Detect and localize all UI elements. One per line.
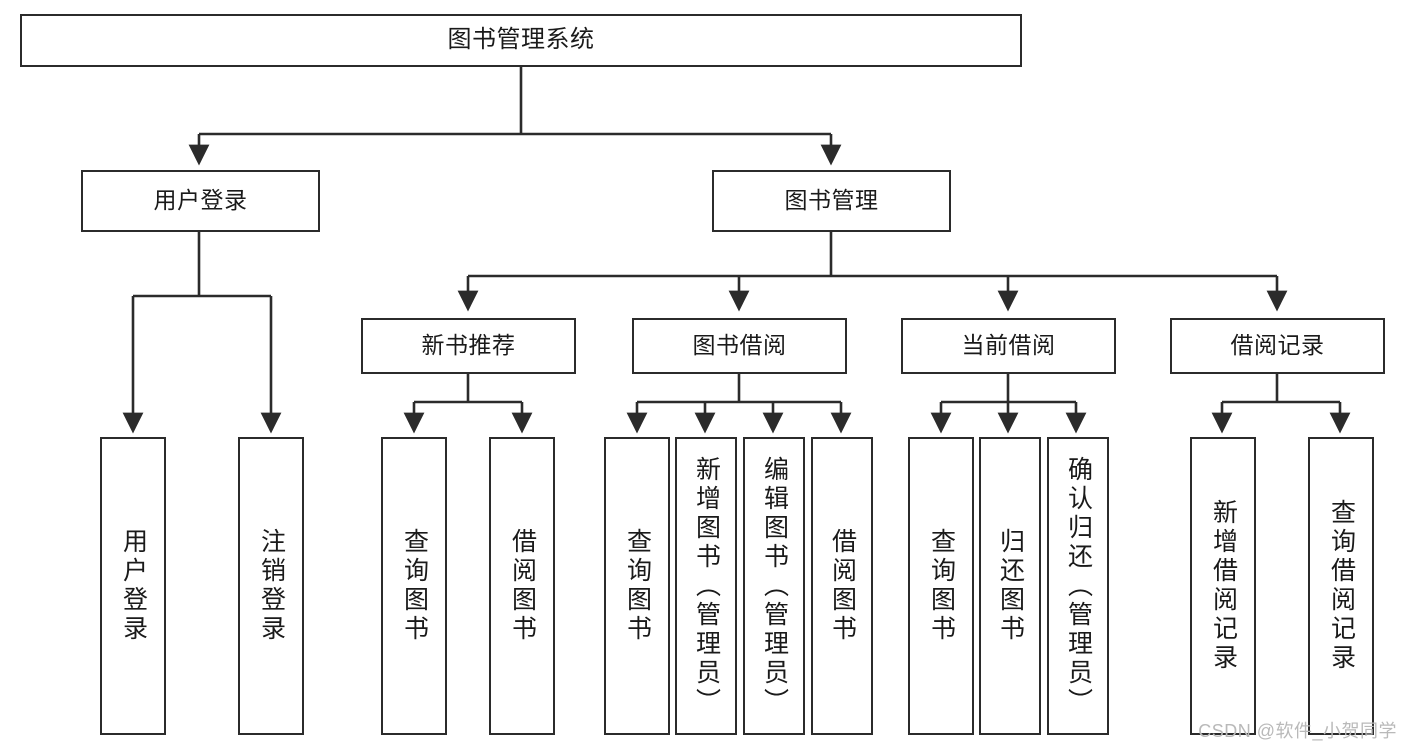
- node-current-borrow[interactable]: 当前借阅: [901, 318, 1116, 374]
- leaf-book-borrow-add-label: 新增图书（管理员）: [692, 455, 721, 717]
- node-book-borrow-label: 图书借阅: [692, 332, 787, 359]
- leaf-user-login-login-label: 用户登录: [119, 528, 148, 644]
- leaf-book-borrow-query-label: 查询图书: [623, 528, 652, 644]
- node-root-system-label: 图书管理系统: [447, 26, 595, 54]
- node-borrow-record-label: 借阅记录: [1230, 332, 1325, 359]
- node-book-borrow[interactable]: 图书借阅: [632, 318, 847, 374]
- leaf-user-login-login[interactable]: 用户登录: [100, 437, 166, 735]
- node-user-login[interactable]: 用户登录: [81, 170, 320, 232]
- leaf-book-borrow-query[interactable]: 查询图书: [604, 437, 670, 735]
- node-borrow-record[interactable]: 借阅记录: [1170, 318, 1385, 374]
- leaf-user-login-logout-label: 注销登录: [257, 528, 286, 644]
- leaf-book-borrow-edit[interactable]: 编辑图书（管理员）: [743, 437, 805, 735]
- leaf-user-login-logout[interactable]: 注销登录: [238, 437, 304, 735]
- node-book-manage[interactable]: 图书管理: [712, 170, 951, 232]
- leaf-borrow-record-add-label: 新增借阅记录: [1209, 499, 1238, 673]
- leaf-borrow-record-query[interactable]: 查询借阅记录: [1308, 437, 1374, 735]
- node-root-system[interactable]: 图书管理系统: [20, 14, 1022, 67]
- leaf-current-borrow-query[interactable]: 查询图书: [908, 437, 974, 735]
- leaf-current-borrow-confirm[interactable]: 确认归还（管理员）: [1047, 437, 1109, 735]
- leaf-book-borrow-edit-label: 编辑图书（管理员）: [760, 455, 789, 717]
- node-book-manage-label: 图书管理: [784, 187, 879, 214]
- leaf-borrow-record-add[interactable]: 新增借阅记录: [1190, 437, 1256, 735]
- node-current-borrow-label: 当前借阅: [961, 332, 1056, 359]
- leaf-borrow-record-query-label: 查询借阅记录: [1327, 499, 1356, 673]
- leaf-new-book-query-label: 查询图书: [400, 528, 429, 644]
- leaf-current-borrow-confirm-label: 确认归还（管理员）: [1064, 455, 1093, 717]
- node-new-book-recommend-label: 新书推荐: [421, 332, 516, 359]
- leaf-new-book-borrow[interactable]: 借阅图书: [489, 437, 555, 735]
- node-user-login-label: 用户登录: [153, 187, 248, 214]
- node-new-book-recommend[interactable]: 新书推荐: [361, 318, 576, 374]
- leaf-current-borrow-query-label: 查询图书: [927, 528, 956, 644]
- leaf-book-borrow-borrow[interactable]: 借阅图书: [811, 437, 873, 735]
- leaf-new-book-query[interactable]: 查询图书: [381, 437, 447, 735]
- leaf-book-borrow-add[interactable]: 新增图书（管理员）: [675, 437, 737, 735]
- leaf-new-book-borrow-label: 借阅图书: [508, 528, 537, 644]
- leaf-current-borrow-return[interactable]: 归还图书: [979, 437, 1041, 735]
- watermark-text: CSDN @软件_小贺同学: [1198, 721, 1397, 741]
- leaf-current-borrow-return-label: 归还图书: [996, 528, 1025, 644]
- leaf-book-borrow-borrow-label: 借阅图书: [828, 528, 857, 644]
